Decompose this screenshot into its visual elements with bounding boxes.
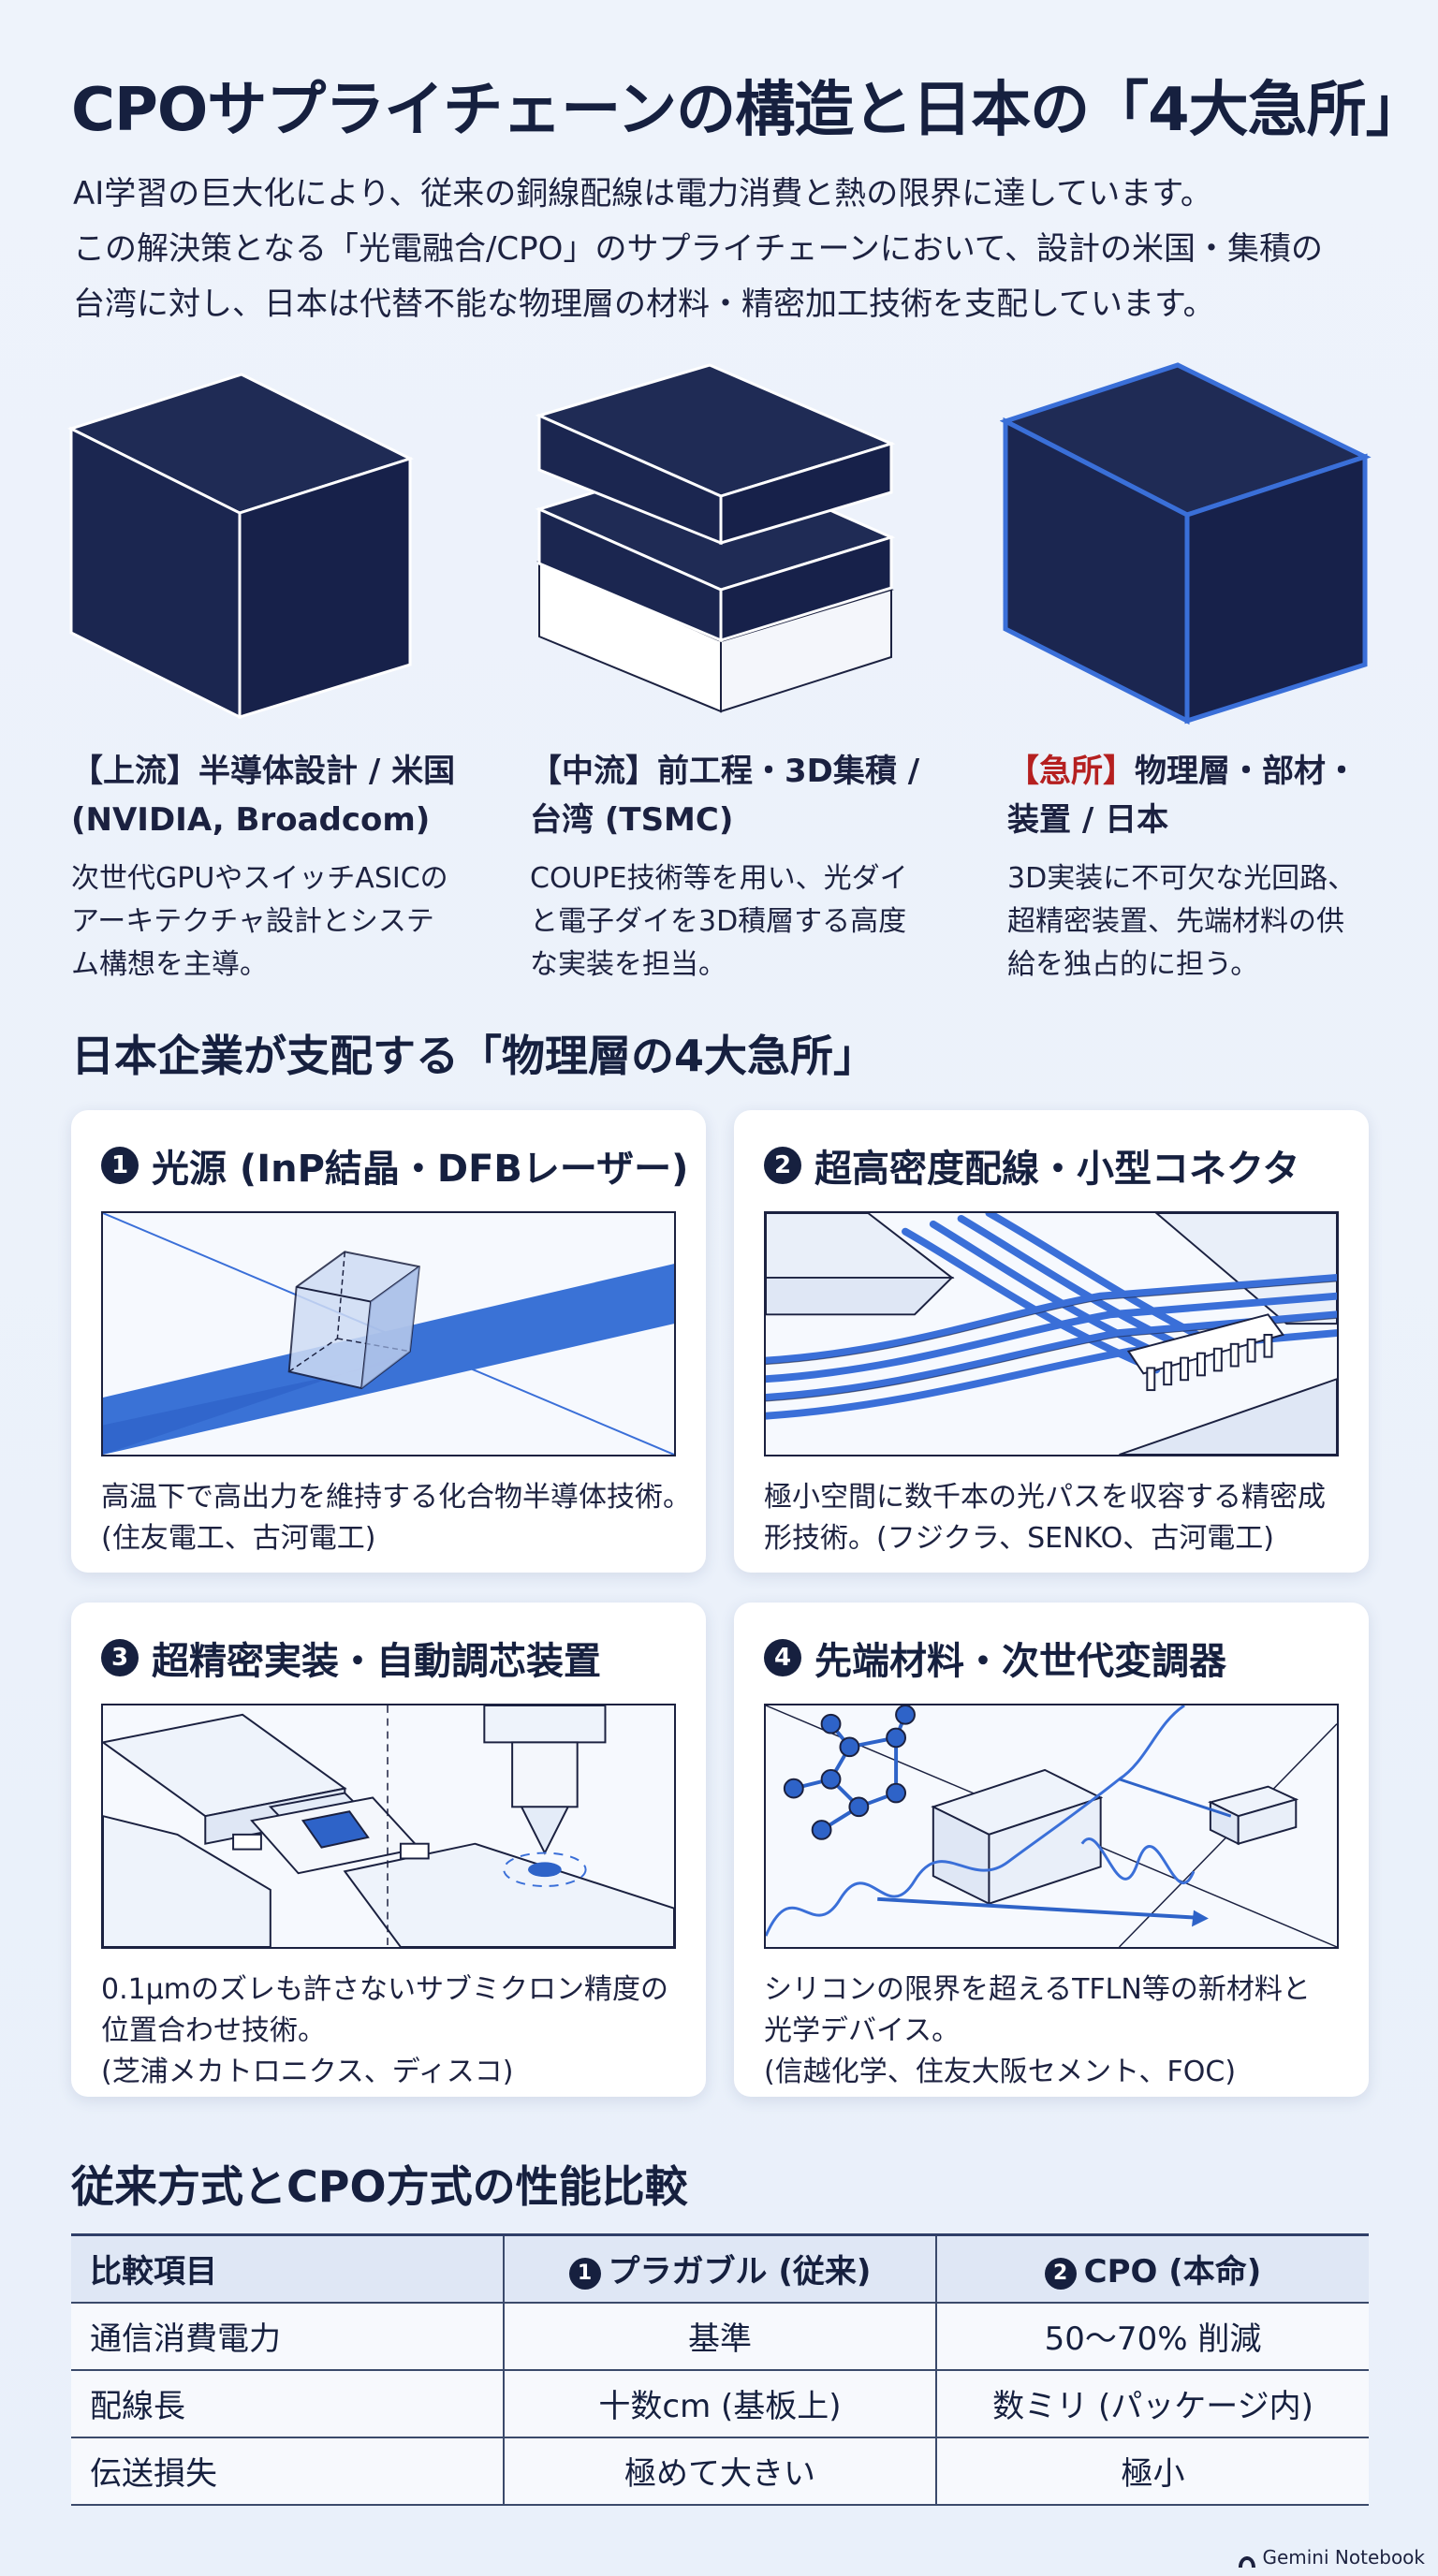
table-header-cell: 比較項目: [71, 2233, 504, 2304]
tier-upstream: 【上流】半導体設計 / 米国 (NVIDIA, Broadcom) 次世代GPU…: [71, 747, 483, 987]
table-cell: 50〜70% 削減: [935, 2302, 1369, 2371]
section-title-comparison: 従来方式とCPO方式の性能比較: [71, 2161, 688, 2212]
number-badge: 2: [764, 1147, 801, 1184]
tier-description: 次世代GPUやスイッチASICの アーキテクチャ設計とシステ ム構想を主導。: [71, 857, 483, 987]
tier-description-line: COUPE技術等を用い、光ダイ: [530, 862, 908, 895]
table-cell: 通信消費電力: [71, 2302, 504, 2371]
card-title: 2 超高密度配線・小型コネクタ: [764, 1138, 1299, 1193]
number-badge: 3: [101, 1639, 139, 1676]
intro-text: AI学習の巨大化により、従来の銅線配線は電力消費と熱の限界に達しています。 この…: [73, 167, 1384, 332]
tier-heading: 【急所】物理層・部材・ 装置 / 日本: [1007, 747, 1419, 844]
table-row: 通信消費電力 基準 50〜70% 削減: [71, 2302, 1369, 2371]
modulator-illustration: [764, 1704, 1339, 1949]
table-cell: 数ミリ (パッケージ内): [935, 2369, 1369, 2438]
tier-heading-line: 台湾 (TSMC): [530, 801, 734, 839]
card-description-line: 高温下で高出力を維持する化合物半導体技術。: [101, 1481, 691, 1514]
card-title: 4 先端材料・次世代変調器: [764, 1631, 1226, 1685]
tier-description-line: な実装を担当。: [530, 948, 726, 981]
table-header-label: プラガブル (従来): [608, 2253, 872, 2291]
alignment-machine-illustration: [101, 1704, 676, 1949]
card-description-line: (住友電工、古河電工): [101, 1522, 376, 1555]
upstream-cube-illustration: [67, 356, 479, 749]
tier-heading-line: 【上流】半導体設計 / 米国: [71, 753, 456, 790]
tier-heading-line: (NVIDIA, Broadcom): [71, 801, 431, 839]
card-description: 0.1μmのズレも許さないサブミクロン精度の 位置合わせ技術。 (芝浦メカトロニ…: [101, 1969, 682, 2093]
tier-description-line: 3D実装に不可欠な光回路、: [1007, 862, 1357, 895]
card-description-line: シリコンの限界を超えるTFLN等の新材料と: [764, 1973, 1311, 2006]
card-precision-mounting: 3 超精密実装・自動調芯装置 0.1μmのズレも許さないサブミクロン精度の 位置…: [71, 1603, 706, 2097]
japan-cube-illustration: [999, 356, 1412, 749]
tier-description-line: 次世代GPUやスイッチASICの: [71, 862, 448, 895]
card-title: 1 光源 (InP結晶・DFBレーザー): [101, 1138, 688, 1193]
table-cell: 極小: [935, 2437, 1369, 2506]
footer-text: Gemini Notebook: [1262, 2546, 1425, 2569]
card-title: 3 超精密実装・自動調芯装置: [101, 1631, 601, 1685]
table-row: 伝送損失 極めて大きい 極小: [71, 2437, 1369, 2506]
number-badge: 1: [568, 2257, 601, 2290]
tier-description-line: 給を独占的に担う。: [1007, 948, 1259, 981]
card-description-line: 形技術。(フジクラ、SENKO、古河電工): [764, 1522, 1274, 1555]
notebook-logo-icon: [1238, 2551, 1256, 2568]
section-title-chokepoints: 日本企業が支配する「物理層の4大急所」: [71, 1031, 877, 1081]
card-description-line: 極小空間に数千本の光パスを収容する精密成: [764, 1481, 1326, 1514]
tier-description-line: アーキテクチャ設計とシステ: [71, 905, 434, 938]
table-cell: 配線長: [71, 2369, 504, 2438]
tier-heading-line: 装置 / 日本: [1007, 801, 1169, 839]
card-title-text: 光源 (InP結晶・DFBレーザー): [152, 1148, 689, 1191]
card-title-text: 超高密度配線・小型コネクタ: [814, 1148, 1300, 1191]
tier-description-line: ム構想を主導。: [71, 948, 268, 981]
card-description: シリコンの限界を超えるTFLN等の新材料と 光学デバイス。 (信越化学、住友大阪…: [764, 1969, 1344, 2093]
card-description-line: 0.1μmのズレも許さないサブミクロン精度の: [101, 1973, 669, 2006]
fiber-connector-illustration: [764, 1211, 1339, 1456]
card-advanced-materials: 4 先端材料・次世代変調器: [734, 1603, 1369, 2097]
tier-japan: 【急所】物理層・部材・ 装置 / 日本 3D実装に不可欠な光回路、 超精密装置、…: [1007, 747, 1419, 987]
card-description-line: 位置合わせ技術。: [101, 2014, 326, 2047]
tier-description-line: 超精密装置、先端材料の供: [1007, 905, 1344, 938]
intro-line: この解決策となる「光電融合/CPO」のサプライチェーンにおいて、設計の米国・集積…: [73, 230, 1324, 268]
card-description-line: (信越化学、住友大阪セメント、FOC): [764, 2056, 1237, 2088]
tier-description: COUPE技術等を用い、光ダイ と電子ダイを3D積層する高度 な実装を担当。: [530, 857, 942, 987]
table-row: 配線長 十数cm (基板上) 数ミリ (パッケージ内): [71, 2369, 1369, 2438]
card-description-line: (芝浦メカトロニクス、ディスコ): [101, 2056, 514, 2088]
intro-line: 台湾に対し、日本は代替不能な物理層の材料・精密加工技術を支配しています。: [73, 285, 1215, 323]
chokepoint-tag: 【急所】: [1007, 753, 1135, 790]
card-wiring-connector: 2 超高密度配線・小型コネクタ: [734, 1110, 1369, 1573]
tier-heading: 【上流】半導体設計 / 米国 (NVIDIA, Broadcom): [71, 747, 483, 844]
tier-heading: 【中流】前工程・3D集積 / 台湾 (TSMC): [530, 747, 942, 844]
table-cell: 伝送損失: [71, 2437, 504, 2506]
crystal-laser-illustration: [101, 1211, 676, 1456]
tier-heading-line: 【中流】前工程・3D集積 /: [530, 753, 920, 790]
card-title-text: 先端材料・次世代変調器: [814, 1640, 1226, 1683]
card-description-line: 光学デバイス。: [764, 2014, 961, 2047]
card-description: 極小空間に数千本の光パスを収容する精密成 形技術。(フジクラ、SENKO、古河電…: [764, 1477, 1344, 1559]
tier-description-line: と電子ダイを3D積層する高度: [530, 905, 907, 938]
table-cell: 十数cm (基板上): [503, 2369, 936, 2438]
number-badge: 1: [101, 1147, 139, 1184]
midstream-layers-illustration: [535, 356, 947, 749]
intro-line: AI学習の巨大化により、従来の銅線配線は電力消費と熱の限界に達しています。: [73, 175, 1212, 212]
card-light-source: 1 光源 (InP結晶・DFBレーザー) 高温下で高出力を維持する化合物半導体技…: [71, 1110, 706, 1573]
tier-heading-line: 【急所】物理層・部材・: [1007, 747, 1419, 796]
tier-description: 3D実装に不可欠な光回路、 超精密装置、先端材料の供 給を独占的に担う。: [1007, 857, 1419, 987]
number-badge: 4: [764, 1639, 801, 1676]
table-cell: 基準: [503, 2302, 936, 2371]
number-badge: 2: [1044, 2257, 1077, 2290]
tier-heading-rest: 物理層・部材・: [1135, 753, 1357, 790]
card-title-text: 超精密実装・自動調芯装置: [152, 1640, 601, 1683]
page-title: CPOサプライチェーンの構造と日本の「4大急所」: [71, 76, 1426, 145]
card-description: 高温下で高出力を維持する化合物半導体技術。 (住友電工、古河電工): [101, 1477, 691, 1559]
table-header-label: CPO (本命): [1083, 2253, 1262, 2291]
table-cell: 極めて大きい: [503, 2437, 936, 2506]
tier-midstream: 【中流】前工程・3D集積 / 台湾 (TSMC) COUPE技術等を用い、光ダイ…: [530, 747, 942, 987]
footer-brand: Gemini Notebook: [1238, 2546, 1425, 2569]
